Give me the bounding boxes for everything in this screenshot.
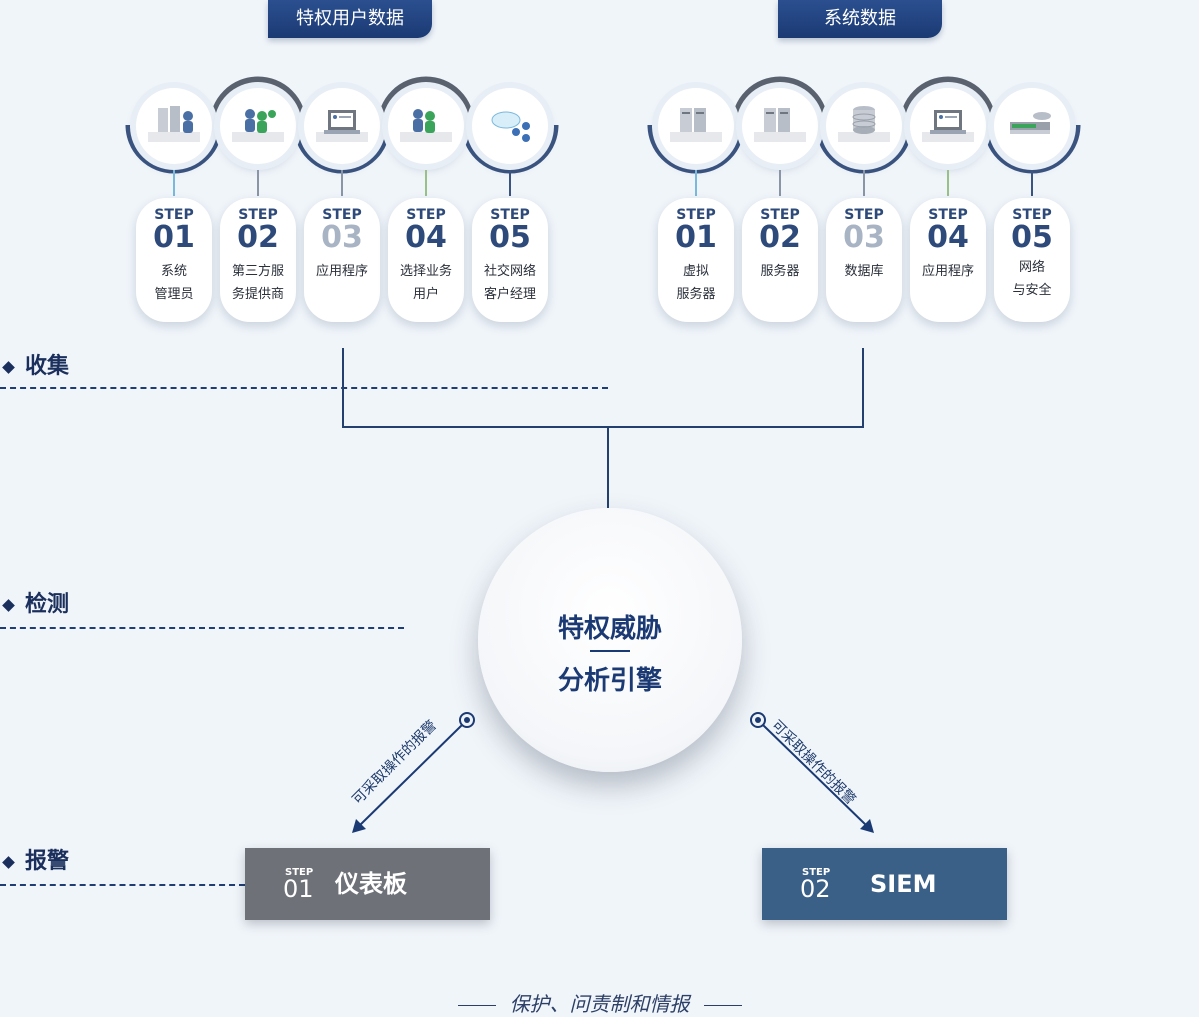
third-party-icon [220, 88, 296, 164]
step-card-virtual-server: STEP 01 虚拟服务器 [658, 198, 734, 322]
step-label: STEP [928, 207, 968, 223]
footer-line [457, 1005, 496, 1006]
step-desc: 应用程序 [315, 264, 368, 279]
step-card-application: STEP 04 应用程序 [910, 198, 986, 322]
output-step-number: 01 [283, 875, 314, 903]
step-label: STEP [760, 207, 800, 223]
output-label: SIEM [870, 870, 937, 898]
step-label: STEP [322, 207, 362, 223]
left-arc-ribbon [125, 76, 559, 174]
step-label: STEP [676, 207, 716, 223]
divider [0, 387, 608, 389]
step-number: 05 [489, 220, 531, 255]
step-card-social: STEP 05 社交网络客户经理 [472, 198, 548, 322]
step-card-business-user: STEP 04 选择业务用户 [388, 198, 464, 322]
step-desc: 网络与安全 [1012, 260, 1052, 298]
step-card-admin: STEP 01 系统管理员 [136, 198, 212, 322]
step-label: STEP [490, 207, 530, 223]
section-alert: 报警 [2, 843, 69, 875]
connector [173, 170, 175, 196]
right-arc-ribbon [647, 76, 1081, 174]
output-step-label: STEP [802, 867, 831, 878]
step-number: 01 [153, 220, 195, 255]
step-card-network-security: STEP 05 网络与安全 [994, 198, 1070, 322]
divider [0, 884, 245, 886]
arrow-right [750, 712, 874, 833]
step-number: 04 [927, 220, 969, 255]
business-user-icon [388, 88, 464, 164]
step-desc: 第三方服务提供商 [231, 264, 284, 302]
connector [341, 170, 343, 196]
step-number: 04 [405, 220, 447, 255]
output-step-label: STEP [285, 867, 314, 878]
step-desc: 数据库 [844, 264, 884, 279]
divider [0, 627, 404, 629]
application-icon [304, 88, 380, 164]
step-label: STEP [844, 207, 884, 223]
connector [425, 170, 427, 196]
step-number: 02 [759, 220, 801, 255]
step-label: STEP [406, 207, 446, 223]
step-number: 05 [1011, 220, 1053, 255]
connector [863, 170, 865, 196]
footer-line [703, 1005, 742, 1006]
step-label: STEP [1012, 207, 1052, 223]
group-title-privileged-users: 特权用户数据 [268, 0, 432, 38]
step-label: STEP [154, 207, 194, 223]
analytics-engine: 特权威胁 分析引擎 [478, 508, 742, 772]
step-number: 01 [675, 220, 717, 255]
step-card-application: STEP 03 应用程序 [304, 198, 380, 322]
siem-box[interactable]: STEP 02 SIEM [762, 848, 1007, 920]
step-number: 03 [843, 220, 885, 255]
step-number: 02 [237, 220, 279, 255]
engine-title-line1: 特权威胁 [557, 614, 662, 644]
step-desc: 系统管理员 [154, 264, 194, 302]
connector-line [607, 426, 609, 508]
engine-title-line2: 分析引擎 [557, 666, 662, 696]
step-card-server: STEP 02 服务器 [742, 198, 818, 322]
social-network-icon [472, 88, 548, 164]
engine-separator [590, 650, 630, 652]
diamond-icon [2, 598, 15, 612]
server-icon [742, 88, 818, 164]
diamond-icon [2, 855, 15, 869]
step-number: 03 [321, 220, 363, 255]
step-card-third-party: STEP 02 第三方服务提供商 [220, 198, 296, 322]
output-step-number: 02 [800, 875, 831, 903]
connector [695, 170, 697, 196]
group-title-system-data: 系统数据 [778, 0, 942, 38]
step-card-database: STEP 03 数据库 [826, 198, 902, 322]
admin-icon [136, 88, 212, 164]
arrow-left [352, 712, 475, 833]
step-desc: 服务器 [760, 264, 800, 279]
virtual-server-icon [658, 88, 734, 164]
step-desc: 社交网络客户经理 [483, 264, 536, 302]
connector-line [342, 348, 344, 428]
step-desc: 选择业务用户 [399, 264, 452, 302]
dashboard-box[interactable]: STEP 01 仪表板 [245, 848, 490, 920]
connector [779, 170, 781, 196]
connector [257, 170, 259, 196]
section-detect: 检测 [2, 586, 69, 618]
diamond-icon [2, 360, 15, 374]
connector-line [342, 426, 864, 428]
output-label: 仪表板 [335, 870, 407, 898]
connector [1031, 170, 1033, 196]
network-security-icon [994, 88, 1070, 164]
step-desc: 应用程序 [921, 264, 974, 279]
application-icon [910, 88, 986, 164]
connector [947, 170, 949, 196]
connector-line [862, 348, 864, 428]
connector [509, 170, 511, 196]
section-collect: 收集 [2, 348, 69, 380]
database-icon [826, 88, 902, 164]
footer-tagline: 保护、问责制和情报 [0, 988, 1199, 1017]
step-desc: 虚拟服务器 [676, 264, 716, 302]
step-label: STEP [238, 207, 278, 223]
